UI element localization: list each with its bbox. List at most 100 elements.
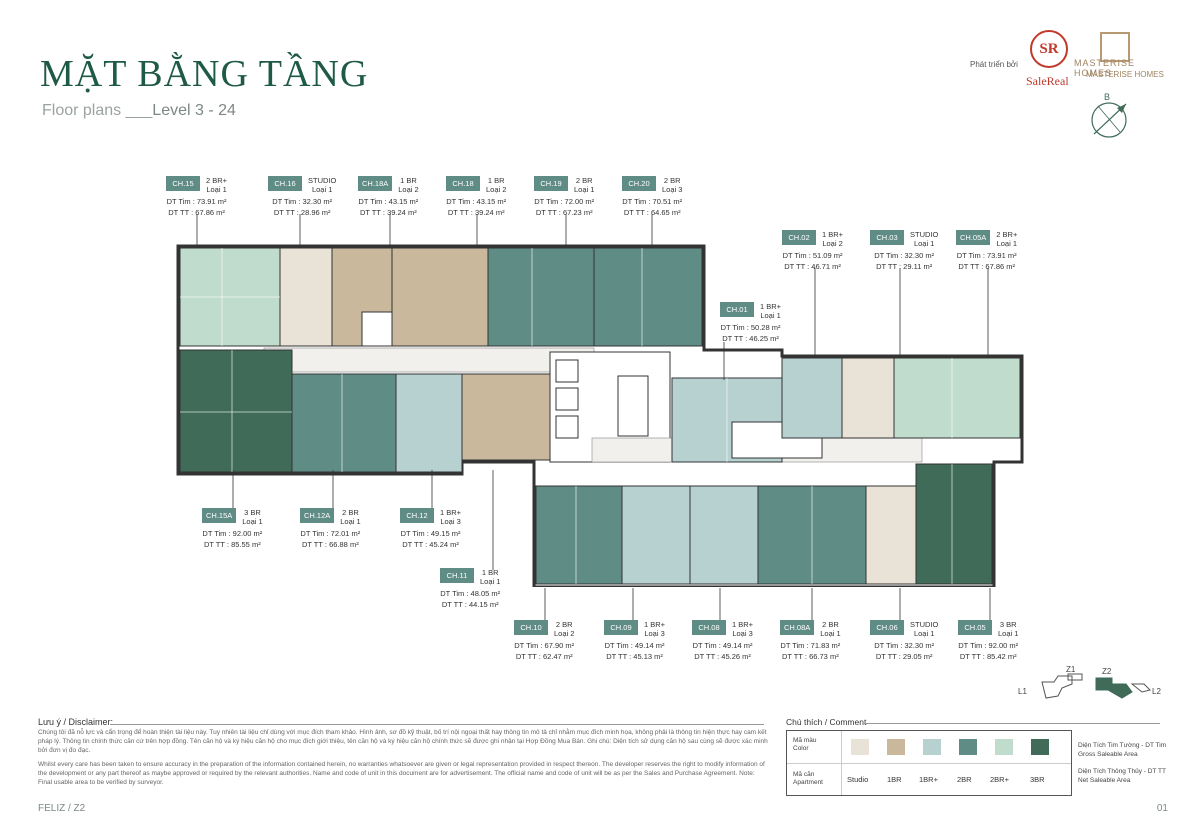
unit-variant: Loại 3 bbox=[644, 629, 665, 639]
gross-area: DT Tim : 73.91 m² bbox=[956, 250, 1017, 260]
unit-variant: Loại 1 bbox=[998, 629, 1019, 639]
compass-letter: B bbox=[1104, 92, 1110, 102]
unit-type: STUDIO bbox=[910, 230, 939, 239]
corridor-upper bbox=[263, 347, 595, 373]
legend-label-3br: 3BR bbox=[1030, 775, 1045, 784]
disclaimer-text: Chúng tôi đã nỗ lực và cẩn trọng để hoàn… bbox=[38, 729, 768, 788]
unit-ch10 bbox=[535, 485, 623, 585]
unit-variant: Loại 3 bbox=[732, 629, 753, 639]
salereal-logo: SR bbox=[1030, 30, 1068, 68]
net-area: DT TT : 66.73 m² bbox=[782, 652, 839, 662]
unit-code: CH.15A bbox=[202, 508, 237, 524]
gross-area: DT Tim : 73.91 m² bbox=[166, 196, 227, 206]
developer-label: Phát triển bởi bbox=[970, 60, 1018, 69]
unit-variant: Loại 2 bbox=[398, 185, 419, 195]
net-area: DT TT : 28.96 m² bbox=[273, 208, 331, 218]
net-area: DT TT : 85.55 m² bbox=[204, 540, 261, 550]
unit-ch19 bbox=[487, 247, 595, 347]
unit-code: CH.03 bbox=[870, 230, 904, 246]
keyplan-l1: L1 bbox=[1018, 687, 1027, 696]
unit-type: 1 BR bbox=[400, 176, 417, 185]
net-area: DT TT : 44.15 m² bbox=[441, 600, 499, 610]
unit-type: 2 BR bbox=[663, 176, 681, 185]
keyplan-l2: L2 bbox=[1152, 687, 1161, 696]
unit-code: CH.11 bbox=[440, 568, 474, 584]
unit-variant: Loại 1 bbox=[480, 577, 501, 587]
unit-code: CH.12A bbox=[300, 508, 335, 524]
net-area: DT TT : 45.26 m² bbox=[694, 652, 751, 662]
unit-type: 1 BR bbox=[487, 176, 505, 185]
keyplan-z1: Z1 bbox=[1066, 665, 1076, 674]
gross-area: DT Tim : 51.09 m² bbox=[782, 250, 843, 260]
unit-variant: Loại 2 bbox=[486, 185, 507, 195]
unit-variant: Loại 1 bbox=[913, 629, 935, 639]
legend-title: Chú thích / Comment bbox=[786, 717, 867, 727]
unit-type: STUDIO bbox=[910, 620, 939, 629]
unit-variant: Loại 1 bbox=[242, 517, 263, 527]
unit-variant: Loại 1 bbox=[820, 629, 841, 639]
net-area: DT TT : 62.47 m² bbox=[515, 652, 573, 662]
unit-type: 2 BR bbox=[342, 508, 359, 517]
unit-variant: Loại 3 bbox=[440, 517, 461, 527]
unit-ch12a bbox=[291, 373, 397, 473]
gross-area: DT Tim : 72.01 m² bbox=[300, 528, 361, 538]
unit-type: 1 BR+ bbox=[644, 620, 666, 629]
unit-variant: Loại 2 bbox=[822, 239, 843, 249]
unit-type: 2 BR bbox=[575, 176, 593, 185]
unit-code: CH.10 bbox=[514, 620, 548, 636]
gross-area: DT Tim : 92.00 m² bbox=[958, 640, 1019, 650]
unit-code: CH.16 bbox=[268, 176, 302, 192]
gross-area: DT Tim : 43.15 m² bbox=[446, 196, 507, 206]
unit-code: CH.05A bbox=[956, 230, 991, 246]
unit-variant: Loại 1 bbox=[996, 239, 1018, 249]
net-area: DT TT : 67.23 m² bbox=[535, 208, 593, 218]
compass-icon: B bbox=[1091, 92, 1127, 138]
page-title: MẶT BẰNG TẦNG bbox=[40, 53, 369, 95]
unit-code: CH.06 bbox=[870, 620, 904, 636]
unit-variant: Loại 1 bbox=[574, 185, 595, 195]
masterise-text: MASTERISE HOMES bbox=[1074, 58, 1136, 78]
unit-type: 1 BR bbox=[481, 568, 499, 577]
gross-area: DT Tim : 48.05 m² bbox=[440, 588, 501, 598]
unit-code: CH.01 bbox=[720, 302, 754, 318]
unit-ch18 bbox=[391, 247, 489, 347]
legend-label-1br: 1BR bbox=[887, 775, 902, 784]
net-area: DT TT : 29.05 m² bbox=[875, 652, 933, 662]
unit-code: CH.09 bbox=[604, 620, 638, 636]
unit-type: STUDIO bbox=[308, 176, 337, 185]
net-area: DT TT : 85.42 m² bbox=[959, 652, 1017, 662]
legend-label-2br: 2BR bbox=[957, 775, 972, 784]
disclaimer-divider bbox=[110, 724, 764, 725]
legend-swatch-1br bbox=[887, 739, 905, 755]
legend-swatch-1br-plus bbox=[923, 739, 941, 755]
unit-variant: Loại 3 bbox=[662, 185, 683, 195]
gross-area: DT Tim : 49.14 m² bbox=[692, 640, 753, 650]
unit-type: 1 BR+ bbox=[822, 230, 844, 239]
legend-divider bbox=[864, 723, 1160, 724]
disclaimer-title: Lưu ý / Disclaimer: bbox=[38, 717, 114, 727]
net-area: DT TT : 45.13 m² bbox=[606, 652, 663, 662]
